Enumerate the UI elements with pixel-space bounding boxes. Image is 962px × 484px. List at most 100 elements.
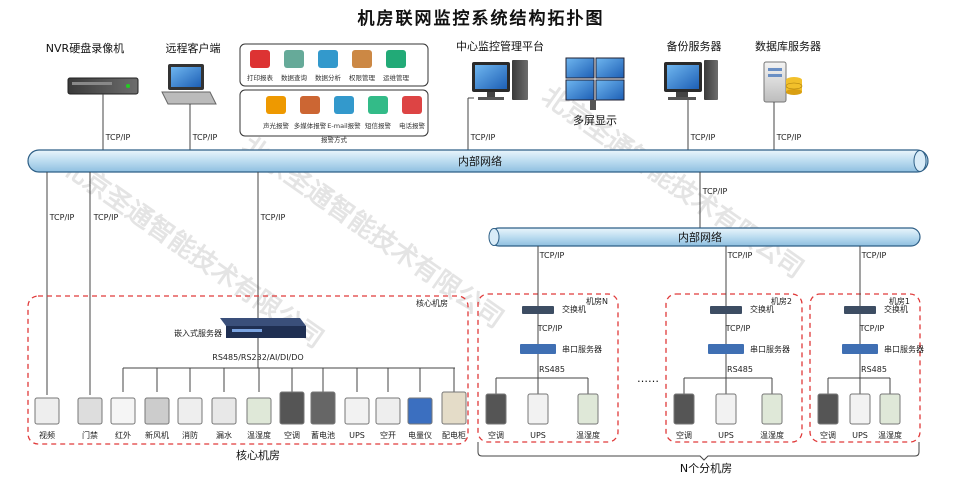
- core-device: UPS: [344, 368, 370, 440]
- branch-device-icon: [673, 393, 695, 425]
- core-device: 视频: [34, 397, 60, 440]
- alarm-label: 短信报警: [365, 121, 392, 130]
- function-label: 打印报表: [247, 73, 274, 82]
- core-device: 空开: [375, 368, 401, 440]
- server-pc-icon: [664, 60, 718, 100]
- core-device-label: 新风机: [145, 430, 169, 440]
- serial-server-icon: [842, 344, 878, 354]
- tcpip-label: TCP/IP: [861, 251, 887, 260]
- tcpip-label: TCP/IP: [727, 251, 753, 260]
- remote-client-label: 远程客户端: [166, 41, 221, 55]
- device-icon: [344, 397, 370, 425]
- core-device-label: 消防: [182, 430, 198, 440]
- tcpip-label: TCP/IP: [93, 213, 119, 222]
- main-bus-label: 内部网络: [458, 154, 502, 168]
- alarm-item: 多媒体报警: [294, 96, 327, 130]
- function-item: 打印报表: [247, 50, 274, 82]
- tcpip-label: TCP/IP: [539, 251, 565, 260]
- branch-device-label: UPS: [718, 431, 734, 440]
- db-server-device: 数据库服务器: [755, 39, 821, 103]
- rack-server-icon: [220, 318, 306, 338]
- branch-device-label: 温湿度: [878, 430, 902, 440]
- sub-network-bus: 内部网络: [488, 227, 921, 247]
- embedded-server-label: 嵌入式服务器: [174, 328, 222, 338]
- db-server-label: 数据库服务器: [755, 39, 821, 53]
- branch-device-icon: [577, 393, 599, 425]
- function-item: 数据分析: [315, 50, 342, 82]
- main-bus-drops: TCP/IP TCP/IP TCP/IP TCP/IP: [46, 172, 728, 395]
- nvr-label: NVR硬盘录像机: [46, 41, 124, 55]
- branch-device-label: 空调: [676, 430, 692, 440]
- device-icon: [211, 397, 237, 425]
- serial-server-icon: [520, 344, 556, 354]
- switch-label: 交换机: [750, 304, 774, 314]
- core-device-label: 红外: [115, 430, 131, 440]
- alarm-item: 电话报警: [399, 96, 426, 130]
- branch-device-icon: [849, 393, 871, 425]
- embedded-server: 嵌入式服务器 RS485/RS232/AI/DI/DO: [174, 318, 306, 362]
- core-room-label: 核心机房: [416, 298, 448, 308]
- tcpip-label: TCP/IP: [470, 133, 496, 142]
- tcpip-label: TCP/IP: [537, 324, 563, 333]
- core-device-label: 漏水: [216, 430, 232, 440]
- switch-icon: [522, 306, 554, 314]
- serial-server-label: 串口服务器: [884, 344, 924, 354]
- device-icon: [177, 397, 203, 425]
- laptop-icon: [161, 64, 217, 105]
- function-item: 数据查询: [281, 50, 308, 82]
- branch-device-icon: [527, 393, 549, 425]
- core-device: 漏水: [211, 368, 237, 440]
- alarm-icon: [334, 96, 354, 114]
- rs485-label: RS485: [539, 365, 565, 374]
- page-title: 机房联网监控系统结构拓扑图: [358, 8, 605, 29]
- function-item: 运维管理: [383, 50, 410, 82]
- function-label: 权限管理: [349, 73, 376, 82]
- database-icon: [763, 61, 803, 103]
- top-links: TCP/IP TCP/IP TCP/IP TCP/IP TCP/IP: [102, 94, 802, 150]
- core-device-label: 视频: [39, 430, 55, 440]
- serial-server-label: 串口服务器: [562, 344, 602, 354]
- video-wall-icon: [565, 57, 625, 110]
- branch-device-icon: [715, 393, 737, 425]
- monitor-pc-icon: [472, 60, 528, 100]
- serial-server-icon: [708, 344, 744, 354]
- tcpip-label: TCP/IP: [260, 213, 286, 222]
- main-network-bus: 内部网络: [27, 149, 929, 173]
- function-icon: [352, 50, 372, 68]
- branch-device-label: 温湿度: [576, 430, 600, 440]
- switch-icon: [844, 306, 876, 314]
- core-device: 配电柜: [441, 368, 467, 440]
- alarm-methods-caption: 报警方式: [321, 135, 348, 144]
- tcpip-label: TCP/IP: [49, 213, 75, 222]
- core-device-label: 空调: [284, 430, 300, 440]
- alarm-label: 多媒体报警: [294, 121, 327, 130]
- device-icon: [77, 397, 103, 425]
- core-device-label: 温湿度: [247, 430, 271, 440]
- device-icon: [246, 397, 272, 425]
- alarm-item: 短信报警: [365, 96, 392, 130]
- function-label: 数据查询: [281, 73, 308, 82]
- functions-panel: 打印报表数据查询数据分析权限管理运维管理 电话报警短信报警 E-mail报警多媒体…: [239, 43, 429, 144]
- remote-client-device: 远程客户端: [161, 41, 221, 105]
- function-icon: [318, 50, 338, 68]
- core-device: 温湿度: [246, 368, 272, 440]
- switch-label: 交换机: [884, 304, 908, 314]
- core-device: 门禁: [77, 397, 103, 440]
- core-room: 核心机房 嵌入式服务器 RS485/RS232/AI/DI/DO 视频 门禁红外 新…: [27, 295, 469, 462]
- core-device: 电量仪: [407, 368, 433, 440]
- svg-text:北京圣通智能技术有限公司: 北京圣通智能技术有限公司: [536, 80, 809, 284]
- branch-room-label: 机房1: [889, 296, 910, 306]
- core-device-label: 空开: [380, 430, 396, 440]
- multi-screen-device: 多屏显示: [565, 57, 625, 127]
- branch-caption: N个分机房: [680, 461, 732, 475]
- tcpip-label: TCP/IP: [702, 187, 728, 196]
- watermark: 北京圣通智能技术有限公司 北京圣通智能技术有限公司 北京圣通智能技术有限公司: [56, 80, 809, 354]
- device-icon: [144, 397, 170, 425]
- core-device: 消防: [177, 368, 203, 440]
- function-label: 数据分析: [315, 73, 342, 82]
- function-label: 运维管理: [383, 73, 410, 82]
- alarm-item: E-mail报警: [327, 96, 361, 130]
